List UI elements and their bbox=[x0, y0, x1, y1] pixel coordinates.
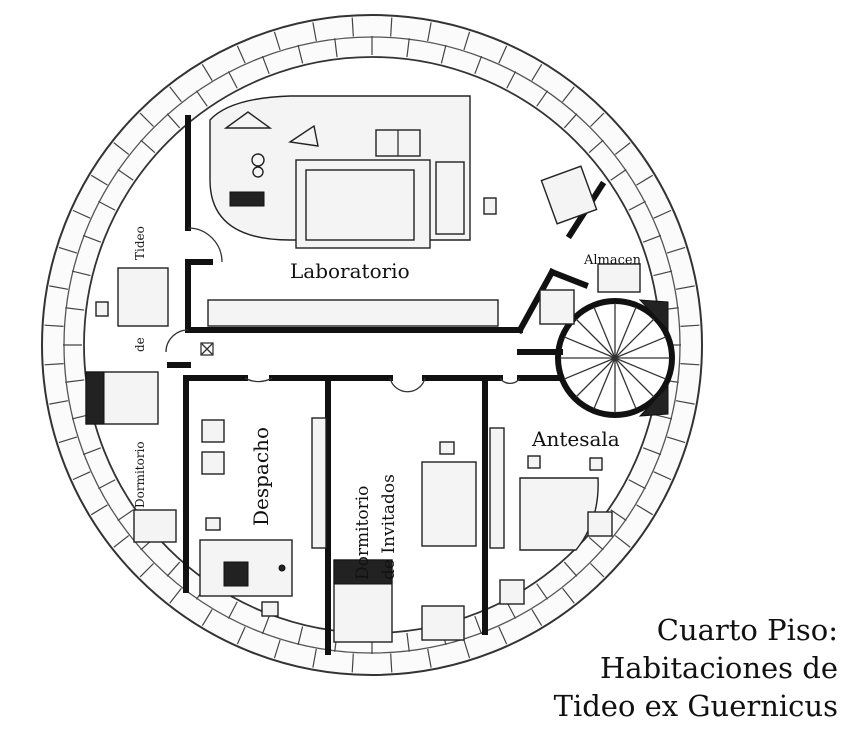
room-label-despacho: Despacho bbox=[249, 427, 273, 526]
room-label-dormitorio-tideo-3: Tideo bbox=[133, 226, 147, 260]
tideo-bedroom-furniture bbox=[85, 267, 177, 543]
antesala-furniture bbox=[489, 427, 613, 605]
room-label-antesala: Antesala bbox=[531, 427, 620, 451]
room-label-laboratorio: Laboratorio bbox=[290, 259, 410, 283]
room-label-dormitorio-invitados-2: de Invitados bbox=[379, 474, 399, 580]
doors bbox=[165, 227, 521, 393]
almacen-furniture bbox=[539, 165, 641, 325]
spiral-staircase bbox=[517, 298, 675, 418]
corridor-marker bbox=[200, 342, 214, 356]
despacho-furniture bbox=[199, 419, 293, 617]
room-label-dormitorio-invitados-1: Dormitorio bbox=[353, 486, 373, 580]
plan-title-line-3: Tideo ex Guernicus bbox=[554, 689, 838, 723]
room-label-dormitorio-tideo-1: Dormitorio bbox=[133, 441, 147, 508]
laboratory-furniture bbox=[207, 95, 499, 327]
stone-ring bbox=[44, 17, 700, 673]
plan-title-line-1: Cuarto Piso: bbox=[657, 613, 838, 647]
room-label-almacen: Almacen bbox=[583, 253, 642, 268]
plan-title-line-2: Habitaciones de bbox=[600, 651, 838, 685]
room-label-dormitorio-tideo-2: de bbox=[133, 337, 147, 352]
interior-walls bbox=[167, 115, 607, 655]
guest-room-furniture bbox=[311, 417, 477, 643]
